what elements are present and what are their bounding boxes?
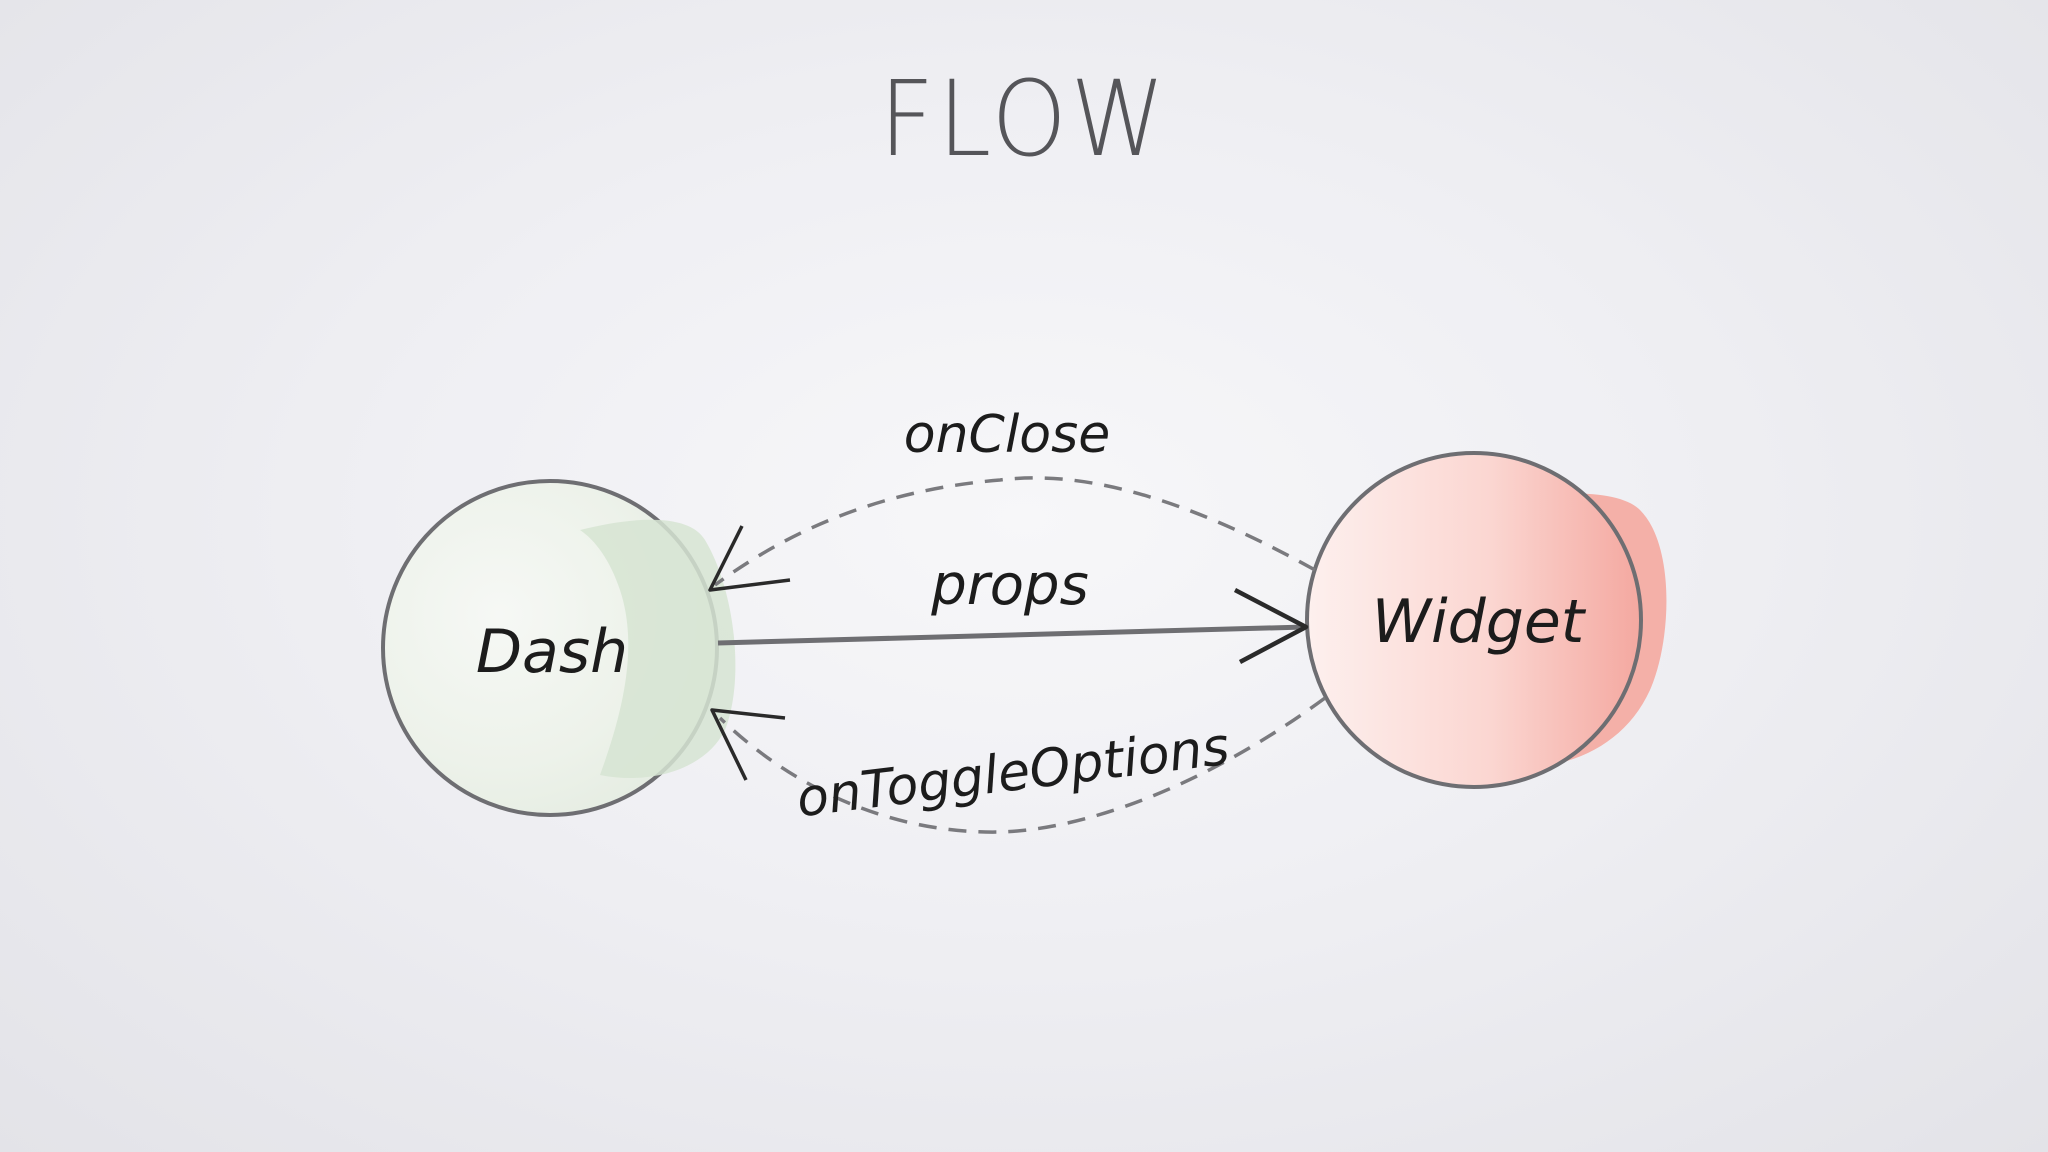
edge-onclose-line <box>713 476 1316 587</box>
edge-props-arrowhead <box>1233 588 1309 664</box>
edge-ontoggleoptions-arrowhead <box>710 708 786 781</box>
slide-title: FLOW <box>879 58 1169 180</box>
node-widget: Widget <box>1305 451 1667 789</box>
edge-props-line <box>717 624 1306 646</box>
edge-ontoggleoptions-label: onToggleOptions <box>793 717 1232 830</box>
node-dash-wash <box>580 519 736 778</box>
edge-ontoggleoptions: onToggleOptions <box>710 696 1327 834</box>
node-dash-label: Dash <box>476 617 628 687</box>
edge-onclose-arrowhead <box>708 525 791 592</box>
node-dash: Dash <box>381 479 736 817</box>
edge-props: props <box>717 553 1309 664</box>
node-widget-circle <box>1305 451 1643 789</box>
edge-onclose-label: onClose <box>904 405 1110 465</box>
edge-onclose: onClose <box>708 405 1316 592</box>
node-widget-label: Widget <box>1372 587 1587 657</box>
edge-ontoggleoptions-line <box>718 696 1327 834</box>
edge-props-label: props <box>930 553 1089 618</box>
